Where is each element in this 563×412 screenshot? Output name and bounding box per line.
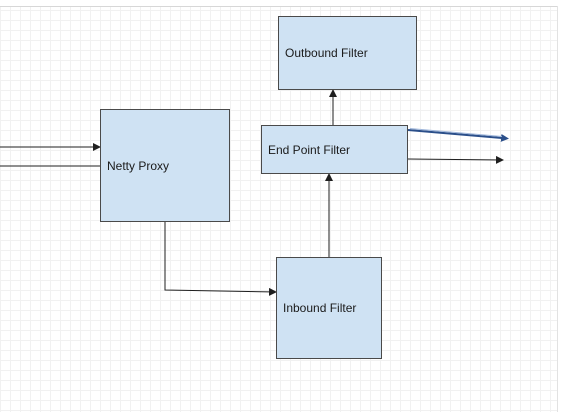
outbound-filter-label: Outbound Filter (285, 46, 368, 60)
netty-proxy-node[interactable]: Netty Proxy (100, 109, 230, 222)
inbound-filter-node[interactable]: Inbound Filter (276, 257, 382, 359)
toolbar-divider (0, 0, 563, 7)
netty-proxy-label: Netty Proxy (107, 158, 170, 173)
inbound-filter-label: Inbound Filter (283, 301, 357, 315)
edge-netty-to-inbound[interactable] (164, 222, 277, 296)
edge-incoming-selected-highlight (409, 128, 503, 137)
scrollbar-track (557, 6, 563, 412)
end-point-filter-label: End Point Filter (268, 142, 351, 157)
end-point-filter-node[interactable]: End Point Filter (261, 125, 408, 174)
edge-endpoint-output[interactable] (407, 155, 504, 164)
outbound-filter-node[interactable]: Outbound Filter (278, 16, 417, 90)
edge-incoming-selected[interactable] (407, 129, 509, 142)
